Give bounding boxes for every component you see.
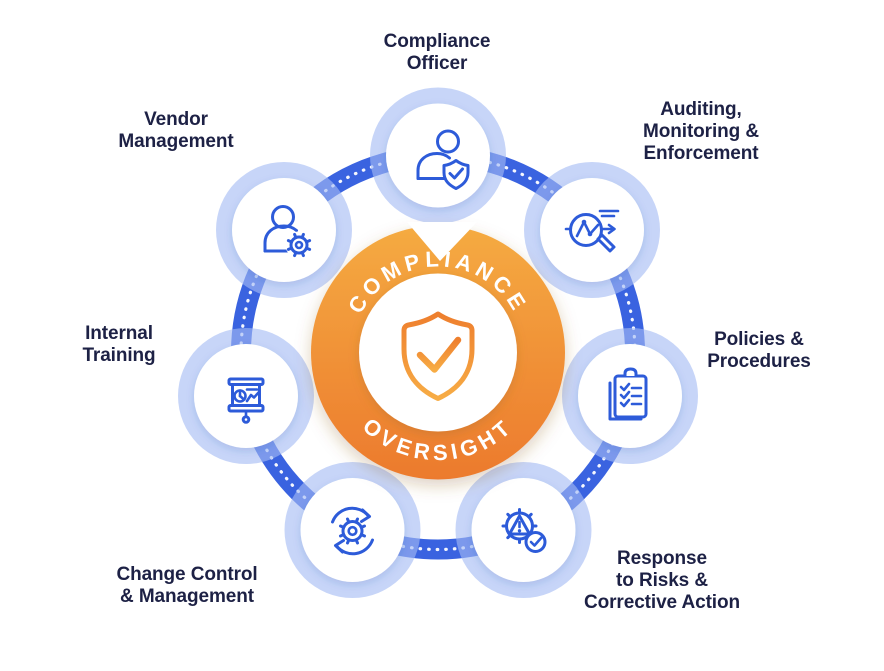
label-change-control-management: Change Control & Management [116, 564, 257, 608]
center-badge: COMPLIANCE OVERSIGHT [311, 222, 565, 480]
label-auditing-monitoring-enforcement: Auditing, Monitoring & Enforcement [643, 99, 759, 165]
label-line: to Risks & [616, 570, 708, 591]
shield-check-icon [401, 311, 475, 401]
label-internal-training: Internal Training [82, 323, 155, 367]
gear-mask [285, 231, 313, 259]
label-policies-procedures: Policies & Procedures [707, 329, 811, 373]
label-line: Vendor [144, 109, 208, 130]
label-line: Compliance [383, 31, 491, 52]
label-line: Management [118, 131, 234, 152]
label-line: Response [616, 548, 707, 569]
label-vendor-management: Vendor Management [118, 109, 233, 153]
presentation-board-icon [227, 377, 265, 424]
label-line: Policies & [714, 329, 804, 350]
label-line: Internal [85, 323, 153, 344]
label-line: Officer [406, 53, 468, 74]
label-line: Change Control [116, 564, 258, 585]
disc-compliance-officer [386, 103, 490, 208]
person-shield-check-icon [416, 129, 470, 190]
clipboard-checklist-icon [608, 367, 648, 421]
label-line: Monitoring & [643, 121, 759, 142]
disc-vendor-management [232, 178, 336, 282]
label-line: Procedures [707, 351, 811, 372]
gear-alert-check-icon [501, 508, 547, 553]
label-line: Auditing, [660, 99, 742, 120]
label-line: Enforcement [643, 143, 759, 164]
person-gear-icon [263, 205, 313, 259]
label-response-risks-corrective-action: Response to Risks & Corrective Action [584, 548, 740, 614]
magnifier-chart-icon [564, 209, 620, 253]
label-line: & Management [120, 586, 254, 607]
label-compliance-officer: Compliance Officer [384, 31, 491, 75]
center-top-notch [407, 222, 477, 261]
gear-cycle-icon [331, 506, 374, 556]
center-white-disc [359, 273, 517, 432]
label-line: Training [82, 345, 156, 366]
label-line: Corrective Action [584, 592, 740, 613]
